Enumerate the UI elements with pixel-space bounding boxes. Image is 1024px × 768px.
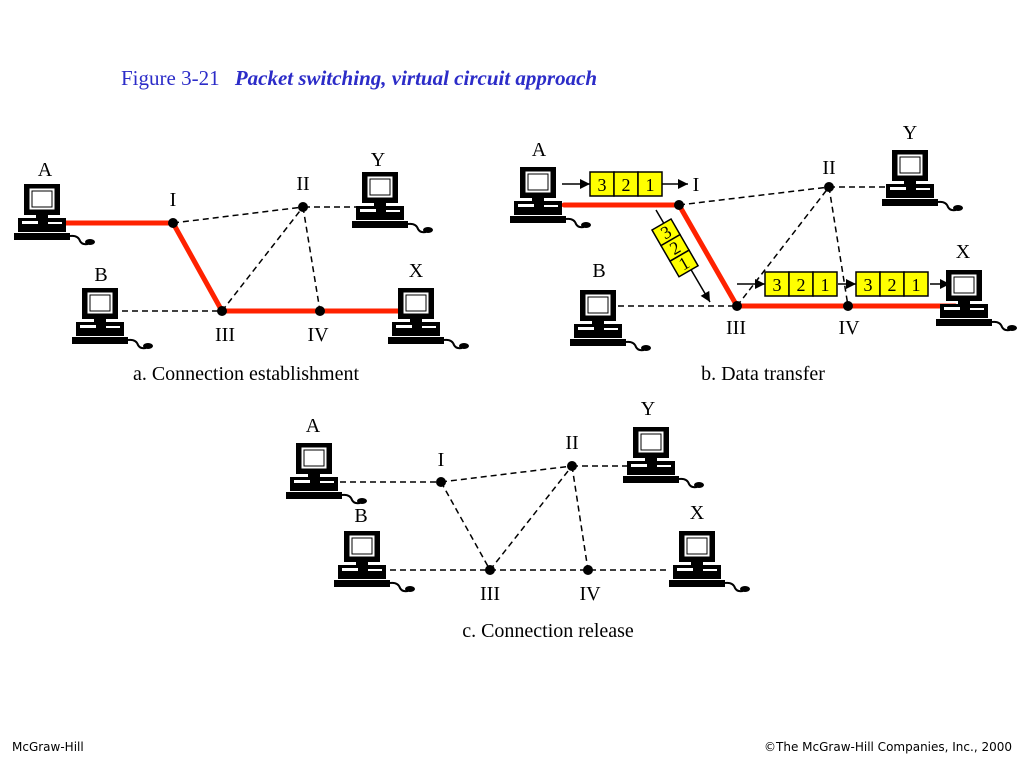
packet-arrow (930, 279, 950, 289)
link-b-i-ii (678, 186, 830, 206)
switch-label: I (170, 189, 177, 211)
packet-number: 3 (773, 275, 782, 295)
packet-number: 3 (598, 175, 607, 195)
switch-label: III (480, 583, 500, 605)
station-label: A (38, 159, 53, 181)
switch-iv (583, 565, 593, 575)
switch-iv (843, 301, 853, 311)
computer-x (669, 531, 750, 593)
station-label: B (592, 260, 605, 282)
switch-ii (567, 461, 577, 471)
station-label: A (532, 139, 547, 161)
link-a-iii-ii (221, 206, 304, 312)
packet-number: 3 (864, 275, 873, 295)
station-label: B (94, 264, 107, 286)
computer-y (352, 172, 433, 234)
packet-cell (879, 271, 905, 297)
packet-arrow (562, 179, 590, 189)
switch-label: II (822, 157, 835, 179)
packet-number: 1 (821, 275, 830, 295)
switch-iii (485, 565, 495, 575)
computer-b (72, 288, 153, 350)
figure-caption: Packet switching, virtual circuit approa… (234, 66, 598, 90)
packet-number: 2 (622, 175, 631, 195)
figure-number: Figure 3-21 (121, 66, 220, 90)
switch-label: III (726, 317, 746, 339)
station-label: Y (903, 122, 917, 144)
figure-title: Figure 3-21 Packet switching, virtual ci… (121, 66, 597, 91)
computer-b (570, 290, 651, 352)
computer-y (882, 150, 963, 212)
switch-label: IV (838, 317, 860, 339)
switch-iv (315, 306, 325, 316)
panel-b-caption: b. Data transfer (701, 363, 825, 385)
packet-cell (764, 271, 790, 297)
packet-number: 2 (888, 275, 897, 295)
link-c-ii-iv (571, 465, 589, 571)
station-label: Y (371, 149, 385, 171)
packet-arrow (737, 279, 765, 289)
circuit-a-i-iii (170, 220, 225, 314)
station-label: X (690, 502, 705, 524)
computer-b (334, 531, 415, 593)
station-label: B (354, 505, 367, 527)
link-c-i-ii (440, 465, 573, 483)
link-a-i-ii (172, 206, 304, 224)
switch-i (674, 200, 684, 210)
computer-a (286, 443, 367, 505)
link-b-iii-ii (736, 186, 830, 307)
switch-label: II (565, 432, 578, 454)
switch-i (168, 218, 178, 228)
packet-cell (812, 271, 838, 297)
switch-label: IV (579, 583, 601, 605)
computer-x (936, 270, 1017, 332)
station-label: A (306, 415, 321, 437)
station-label: Y (641, 398, 655, 420)
station-label: X (409, 260, 424, 282)
packet-arrow (838, 279, 856, 289)
computer-y (623, 427, 704, 489)
switch-label: III (215, 324, 235, 346)
switch-label: IV (307, 324, 329, 346)
station-label: X (956, 241, 971, 263)
footer-publisher: McGraw-Hill (12, 740, 84, 754)
switch-iii (732, 301, 742, 311)
packet-number: 1 (646, 175, 655, 195)
packet-number: 2 (797, 275, 806, 295)
switch-label: II (296, 173, 309, 195)
packet-cell (668, 249, 700, 278)
switch-iii (217, 306, 227, 316)
panel-c-caption: c. Connection release (462, 620, 634, 642)
link-a-ii-iv (302, 206, 321, 312)
switch-label: I (438, 449, 445, 471)
link-c-i-iii (440, 481, 491, 571)
packet-cell (589, 171, 615, 197)
panel-a-caption: a. Connection establishment (133, 363, 360, 385)
circuit-b-i-iii (676, 202, 740, 309)
link-b-ii-iv (828, 186, 849, 307)
switch-label: I (693, 174, 700, 196)
computer-a (14, 184, 95, 246)
packet-number: 1 (912, 275, 921, 295)
footer-copyright: ©The McGraw-Hill Companies, Inc., 2000 (764, 740, 1012, 754)
packet-cell (613, 171, 639, 197)
computer-x (388, 288, 469, 350)
switch-ii (298, 202, 308, 212)
link-c-iii-ii (489, 465, 573, 571)
computer-a (510, 167, 591, 229)
packet-arrow (662, 179, 688, 189)
packet-train-i-iii: 321 (650, 217, 700, 278)
switch-i (436, 477, 446, 487)
packet-cell (903, 271, 929, 297)
switch-ii (824, 182, 834, 192)
